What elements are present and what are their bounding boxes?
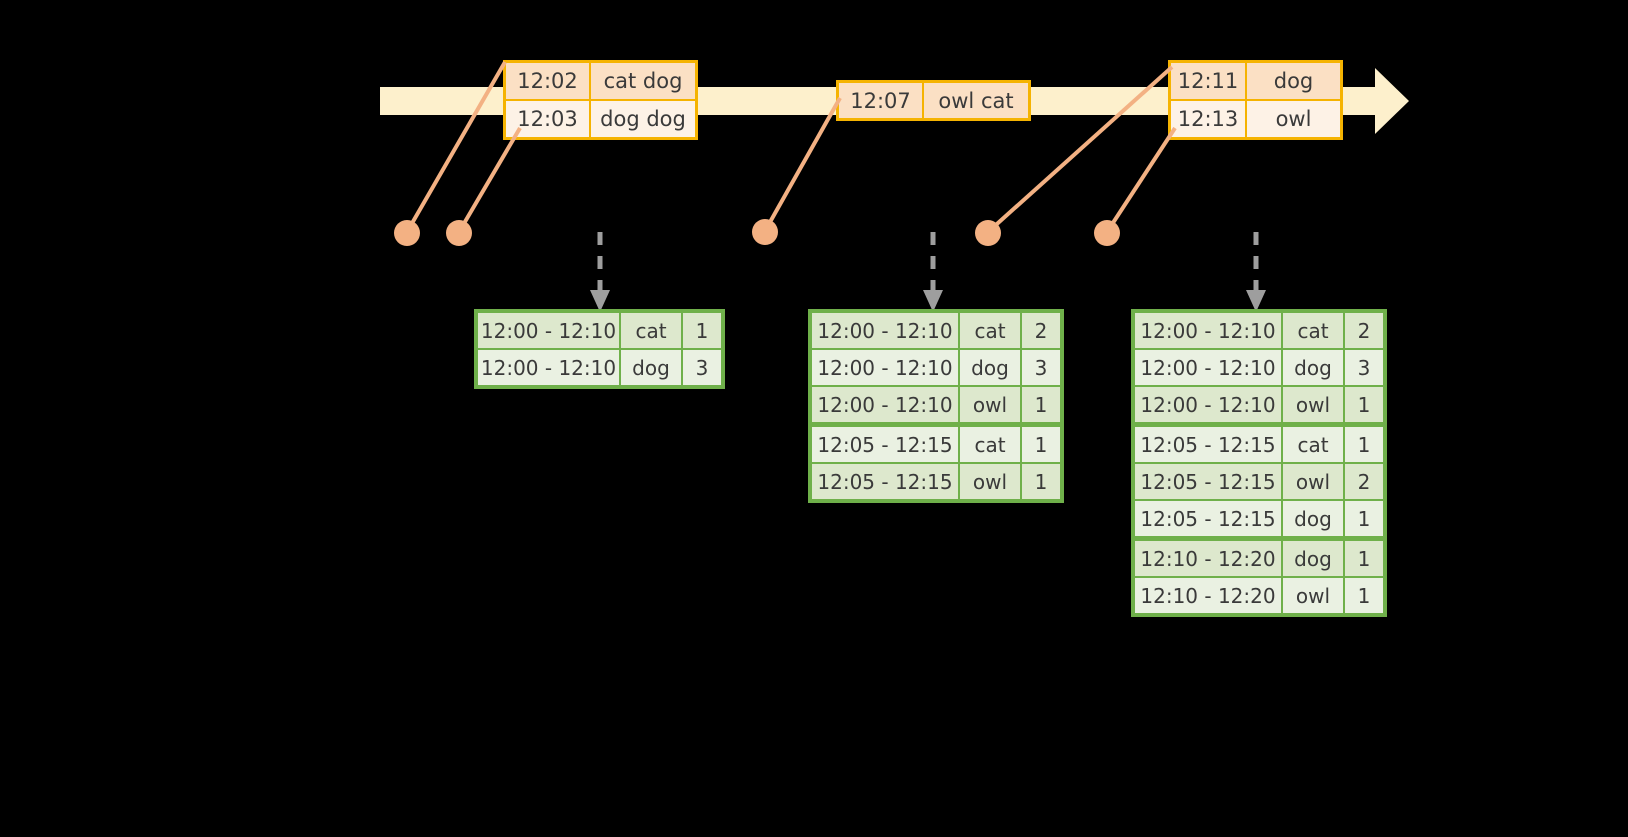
event-dot-3 [752,219,778,245]
table-row: 12:00 - 12:10 owl 1 [812,387,1060,422]
cell-window: 12:00 - 12:10 [1135,387,1281,422]
cell-window: 12:10 - 12:20 [1135,541,1281,576]
cell-count: 3 [1345,350,1383,385]
table-row: 12:05 - 12:15 cat 1 [1135,427,1383,462]
event-row: 12:02 cat dog [506,63,695,99]
event-box-3[interactable]: 12:11 dog 12:13 owl [1168,60,1343,140]
cell-count: 3 [1022,350,1060,385]
cell-window: 12:10 - 12:20 [1135,578,1281,613]
cell-count: 1 [1022,464,1060,499]
event-time: 12:07 [839,83,924,118]
cell-key: owl [960,387,1020,422]
table-row: 12:00 - 12:10 cat 1 [478,313,721,348]
cell-window: 12:05 - 12:15 [812,427,958,462]
event-dot-4 [975,220,1001,246]
event-row: 12:03 dog dog [506,99,695,137]
event-words: owl [1247,101,1340,137]
event-time: 12:13 [1171,101,1247,137]
cell-count: 1 [1345,387,1383,422]
cell-key: cat [621,313,681,348]
table-row: 12:00 - 12:10 cat 2 [1135,313,1383,348]
event-time: 12:02 [506,63,591,99]
cell-count: 2 [1022,313,1060,348]
cell-count: 1 [1022,387,1060,422]
cell-window: 12:00 - 12:10 [1135,350,1281,385]
event-words: cat dog [591,63,695,99]
cell-key: owl [1283,578,1343,613]
table-row: 12:00 - 12:10 cat 2 [812,313,1060,348]
event-words: dog [1247,63,1340,99]
result-table-2[interactable]: 12:00 - 12:10 cat 2 12:00 - 12:10 dog 3 … [808,309,1064,503]
cell-count: 2 [1345,313,1383,348]
cell-count: 1 [1345,578,1383,613]
event-dot-1 [394,220,420,246]
cell-window: 12:05 - 12:15 [1135,464,1281,499]
cell-key: dog [960,350,1020,385]
table-row: 12:00 - 12:10 dog 3 [478,350,721,385]
cell-key: owl [960,464,1020,499]
cell-key: dog [1283,501,1343,536]
event-row: 12:11 dog [1171,63,1340,99]
cell-count: 2 [1345,464,1383,499]
table-row: 12:05 - 12:15 owl 2 [1135,464,1383,499]
result-table-1[interactable]: 12:00 - 12:10 cat 1 12:00 - 12:10 dog 3 [474,309,725,389]
table-row: 12:10 - 12:20 dog 1 [1135,541,1383,576]
cell-window: 12:00 - 12:10 [812,313,958,348]
event-time: 12:03 [506,101,591,137]
event-words: dog dog [591,101,695,137]
cell-window: 12:05 - 12:15 [1135,501,1281,536]
cell-window: 12:00 - 12:10 [1135,313,1281,348]
cell-key: dog [1283,541,1343,576]
table-row: 12:00 - 12:10 dog 3 [812,350,1060,385]
event-row: 12:13 owl [1171,99,1340,137]
cell-count: 1 [683,313,721,348]
event-dot-5 [1094,220,1120,246]
cell-count: 1 [1345,541,1383,576]
cell-count: 1 [1345,501,1383,536]
cell-window: 12:00 - 12:10 [478,313,619,348]
event-row: 12:07 owl cat [839,83,1028,118]
event-box-2[interactable]: 12:07 owl cat [836,80,1031,121]
cell-count: 1 [1022,427,1060,462]
cell-key: cat [1283,427,1343,462]
cell-window: 12:05 - 12:15 [812,464,958,499]
cell-window: 12:00 - 12:10 [812,387,958,422]
cell-count: 3 [683,350,721,385]
connector-line-2 [457,126,522,234]
table-row: 12:10 - 12:20 owl 1 [1135,578,1383,613]
cell-key: cat [1283,313,1343,348]
cell-window: 12:00 - 12:10 [478,350,619,385]
table-row: 12:05 - 12:15 dog 1 [1135,501,1383,536]
cell-window: 12:05 - 12:15 [1135,427,1281,462]
cell-key: owl [1283,464,1343,499]
cell-key: dog [621,350,681,385]
event-time: 12:11 [1171,63,1247,99]
cell-key: cat [960,427,1020,462]
table-row: 12:05 - 12:15 cat 1 [812,427,1060,462]
table-row: 12:00 - 12:10 owl 1 [1135,387,1383,422]
cell-window: 12:00 - 12:10 [812,350,958,385]
event-dot-2 [446,220,472,246]
event-words: owl cat [924,83,1028,118]
event-box-1[interactable]: 12:02 cat dog 12:03 dog dog [503,60,698,140]
timeline-arrowhead [1375,68,1409,134]
cell-key: cat [960,313,1020,348]
cell-key: owl [1283,387,1343,422]
cell-key: dog [1283,350,1343,385]
table-row: 12:00 - 12:10 dog 3 [1135,350,1383,385]
result-table-3[interactable]: 12:00 - 12:10 cat 2 12:00 - 12:10 dog 3 … [1131,309,1387,617]
table-row: 12:05 - 12:15 owl 1 [812,464,1060,499]
connector-line-5 [1105,126,1177,234]
cell-count: 1 [1345,427,1383,462]
connector-line-3 [763,97,842,232]
